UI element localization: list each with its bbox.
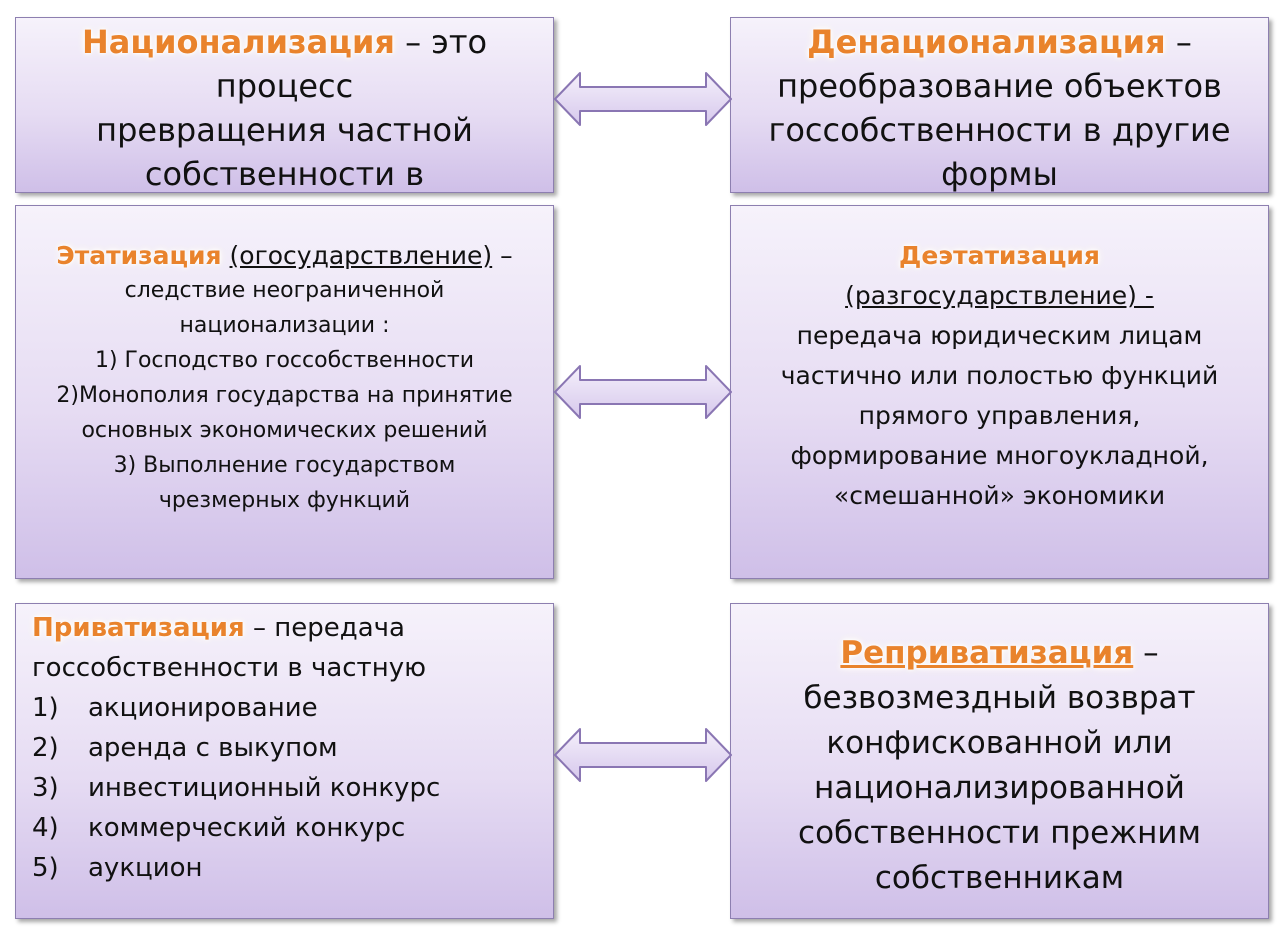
list-item-number: 1)	[32, 693, 59, 723]
double-arrow-icon	[554, 365, 732, 419]
etatization-dash: –	[492, 241, 513, 270]
privatization-box: Приватизация – передача госсобственности…	[15, 603, 554, 919]
deetatization-line: передача юридическим лицам	[796, 321, 1203, 350]
nationalization-line: собственности в	[144, 155, 425, 193]
list-item-text: аукцион	[88, 853, 203, 883]
reprivatization-line: собственности прежним	[798, 815, 1201, 851]
list-item-number: 5)	[32, 853, 59, 883]
reprivatization-line: безвозмездный возврат	[803, 680, 1196, 716]
deetatization-line: «смешанной» экономики	[833, 481, 1166, 510]
double-arrow-icon	[554, 72, 732, 126]
denationalization-box: Денационализация – преобразование объект…	[730, 17, 1269, 193]
etatization-line: следствие неограниченной	[124, 278, 445, 303]
list-item-text: коммерческий конкурс	[88, 813, 406, 843]
reprivatization-line: собственникам	[874, 860, 1125, 896]
deetatization-line: частично или полостью функций	[780, 361, 1219, 390]
denationalization-line: госсобственности в другие	[768, 111, 1231, 149]
etatization-line: национализации :	[179, 313, 390, 338]
list-item: 4) коммерческий конкурс	[32, 808, 553, 848]
deetatization-paren: (разгосударствление) -	[845, 281, 1154, 310]
etatization-line: основных экономических решений	[81, 418, 488, 443]
reprivatization-line: национализированной	[814, 770, 1185, 806]
deetatization-box: Деэтатизация (разгосударствление) - пере…	[730, 205, 1269, 579]
etatization-line: 2)Монополия государства на принятие	[56, 383, 513, 408]
reprivatization-box: Реприватизация – безвозмездный возврат к…	[730, 603, 1269, 919]
etatization-line: 3) Выполнение государством	[113, 453, 456, 478]
denationalization-term: Денационализация	[807, 23, 1166, 61]
list-item-number: 3)	[32, 773, 59, 803]
list-item: 1) акционирование	[32, 688, 553, 728]
list-item-text: акционирование	[88, 693, 318, 723]
deetatization-term: Деэтатизация	[899, 241, 1100, 270]
reprivatization-dash: –	[1133, 635, 1159, 671]
deetatization-line: формирование многоукладной,	[790, 441, 1209, 470]
nationalization-dash: – это процесс	[215, 23, 488, 105]
list-item-number: 2)	[32, 733, 59, 763]
reprivatization-line: конфискованной или	[826, 725, 1173, 761]
list-item: 5) аукцион	[32, 848, 553, 888]
list-item: 2) аренда с выкупом	[32, 728, 553, 768]
nationalization-term: Национализация	[81, 23, 395, 61]
list-item: 3) инвестиционный конкурс	[32, 768, 553, 808]
privatization-dash: – передача	[244, 613, 405, 643]
nationalization-line: превращения частной	[96, 111, 473, 149]
denationalization-line: формы	[941, 155, 1058, 193]
denationalization-line: преобразование объектов	[777, 67, 1222, 105]
list-item-text: инвестиционный конкурс	[88, 773, 441, 803]
denationalization-dash: –	[1165, 23, 1192, 61]
list-item-text: аренда с выкупом	[88, 733, 338, 763]
etatization-term: Этатизация	[56, 241, 222, 270]
etatization-box: Этатизация (огосударствление) – следстви…	[15, 205, 554, 579]
privatization-term: Приватизация	[32, 613, 245, 643]
etatization-line: 1) Господство госсобственности	[94, 348, 475, 373]
list-item-number: 4)	[32, 813, 59, 843]
double-arrow-icon	[554, 728, 732, 782]
privatization-line: госсобственности в частную	[32, 653, 426, 683]
etatization-line: чрезмерных функций	[158, 488, 411, 513]
nationalization-box: Национализация – это процесс превращения…	[15, 17, 554, 237]
deetatization-line: прямого управления,	[858, 401, 1141, 430]
etatization-paren: (огосударствление)	[229, 241, 493, 270]
reprivatization-term: Реприватизация	[840, 635, 1134, 671]
